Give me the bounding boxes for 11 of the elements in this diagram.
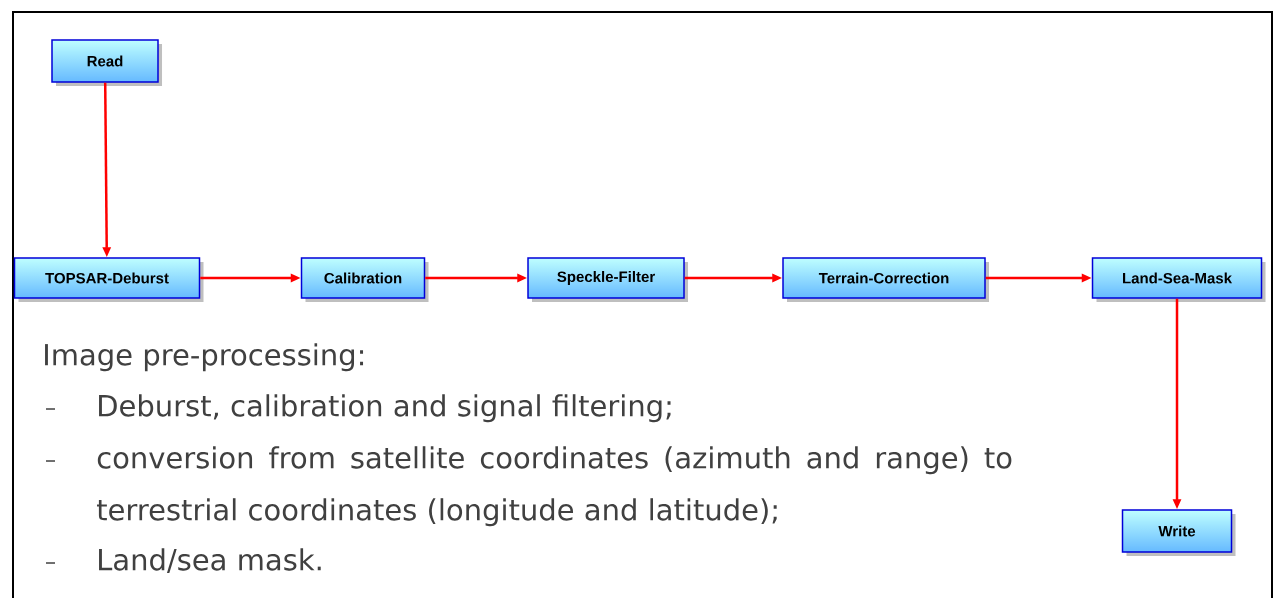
process-box: Calibration	[300, 257, 429, 302]
process-box: Land-Sea-Mask	[1091, 257, 1266, 302]
process-box: Write	[1121, 509, 1236, 556]
heading: Image pre-processing:	[45, 343, 364, 372]
process-box: Speckle-Filter	[527, 257, 688, 302]
process-box: Terrain-Correction	[782, 257, 989, 302]
process-box: TOPSAR-Deburst	[13, 257, 204, 302]
process-box: Read	[51, 39, 162, 86]
bullet-text: Land/sea mask.	[99, 548, 321, 573]
bullet-text: conversion from satellite coordinates (azimuth and range) to terrestrial coordinates (longitude and latitude);	[97, 446, 1012, 527]
bullet-text: Deburst, calibration and signal filtering;	[99, 394, 671, 423]
